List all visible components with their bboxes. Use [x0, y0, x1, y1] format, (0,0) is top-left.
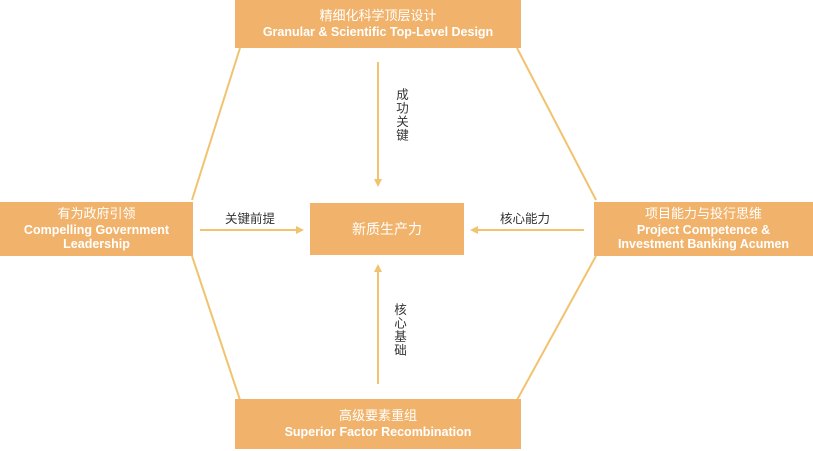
left-node-en-line2: Leadership	[63, 237, 130, 251]
edge-top-left	[191, 47, 241, 201]
arrow-left-label: 关键前提	[225, 211, 276, 226]
top-node: 精细化科学顶层设计 Granular & Scientific Top-Leve…	[235, 0, 521, 48]
center-node: 新质生产力	[310, 203, 464, 255]
arrow-bottom-label: 核心基础	[392, 303, 407, 357]
left-node-en-line1: Compelling Government	[23, 223, 170, 237]
right-node-en-line2: Investment Banking Acumen	[617, 237, 790, 251]
right-node: 项目能力与投行思维 Project Competence & Investmen…	[594, 202, 813, 256]
bottom-node-en: Superior Factor Recombination	[284, 425, 472, 439]
arrow-top-label: 成功关键	[394, 88, 409, 142]
edge-top-right	[516, 47, 597, 201]
top-node-zh: 精细化科学顶层设计	[319, 9, 437, 24]
arrow-right-label: 核心能力	[500, 211, 551, 226]
top-node-en: Granular & Scientific Top-Level Design	[262, 25, 494, 39]
edge-bottom-left	[191, 255, 241, 401]
left-node-zh: 有为政府引领	[57, 207, 136, 222]
bottom-node-zh: 高级要素重组	[338, 409, 417, 424]
right-node-en-line1: Project Competence &	[636, 223, 771, 237]
bottom-node: 高级要素重组 Superior Factor Recombination	[235, 399, 521, 449]
left-node: 有为政府引领 Compelling Government Leadership	[0, 202, 193, 256]
right-node-zh: 项目能力与投行思维	[644, 207, 762, 222]
edge-bottom-right	[516, 255, 597, 401]
